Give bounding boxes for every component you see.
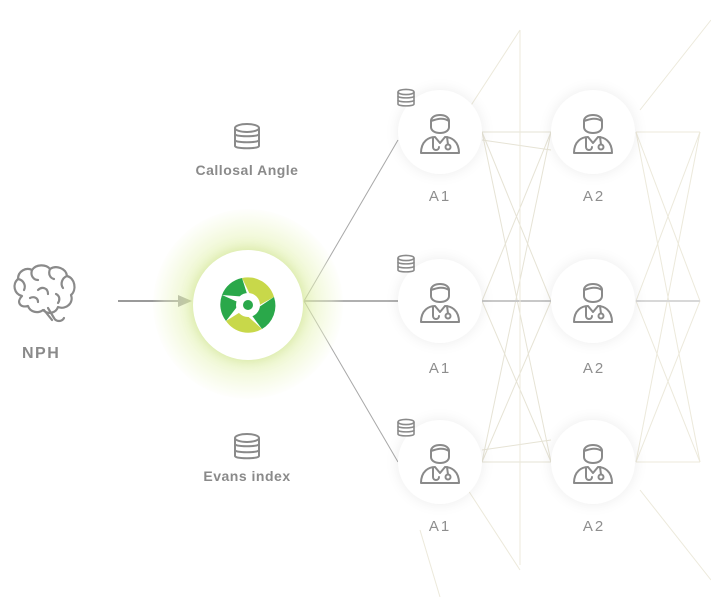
a2-node-mid (551, 259, 635, 343)
database-icon (397, 418, 415, 437)
a1-node-mid (398, 259, 482, 343)
doctor-icon (420, 444, 460, 484)
a2-label-bot: A2 (582, 518, 606, 535)
doctor-icon (420, 114, 460, 154)
database-icon (234, 433, 260, 460)
evans-index-label: Evans index (203, 468, 291, 484)
doctor-icon (420, 283, 460, 323)
a1-node-top (398, 90, 482, 174)
a2-node-bot (551, 420, 635, 504)
a2-right-links (635, 131, 701, 463)
a2-node-top (551, 90, 635, 174)
database-icon (397, 88, 415, 107)
doctor-icon (573, 444, 613, 484)
doctor-icon (573, 283, 613, 323)
doctor-icon (573, 114, 613, 154)
a1-label-mid: A1 (428, 360, 452, 377)
database-icon (397, 254, 415, 273)
processor-node (193, 250, 303, 360)
a1-label-bot: A1 (428, 518, 452, 535)
shutter-logo-icon (220, 277, 276, 333)
database-icon (234, 123, 260, 150)
a2-label-top: A2 (582, 188, 606, 205)
a2-label-mid: A2 (582, 360, 606, 377)
callosal-angle-label: Callosal Angle (195, 162, 299, 178)
brain-icon (13, 264, 76, 323)
a1-a2-links (481, 131, 552, 463)
a1-label-top: A1 (428, 188, 452, 205)
nph-label: NPH (22, 345, 61, 362)
background-diagonals (419, 19, 711, 597)
